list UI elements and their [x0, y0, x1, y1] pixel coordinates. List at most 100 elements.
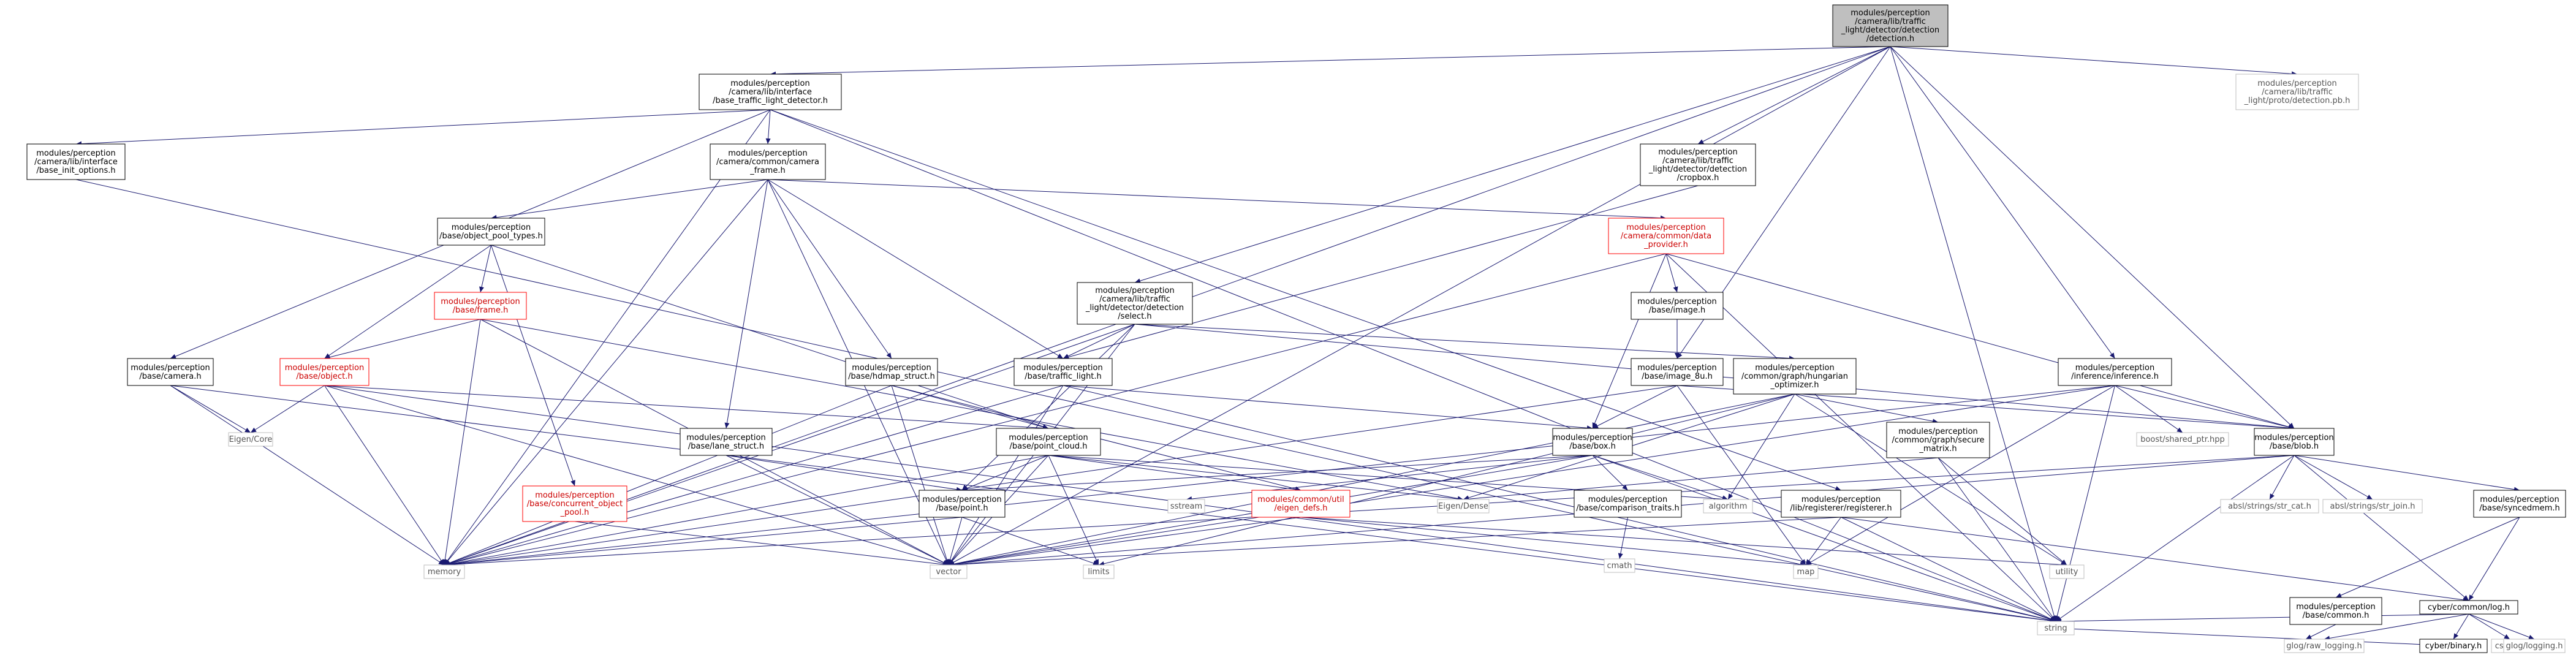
node-boost-shared-ptr[interactable]: boost/shared_ptr.hpp — [2136, 432, 2229, 447]
edge-arrowhead — [1722, 495, 1728, 501]
node-data-provider[interactable]: modules/perception/camera/common/data_pr… — [1608, 218, 1724, 254]
edge-arrowhead — [439, 559, 444, 565]
node-image-8u[interactable]: modules/perception/base/image_8u.h — [1631, 358, 1724, 386]
node-eigen-defs[interactable]: modules/common/util/eigen_defs.h — [1251, 490, 1351, 518]
edge-object-to-memory — [324, 385, 445, 566]
node-point[interactable]: modules/perception/base/point.h — [919, 490, 1006, 518]
edge-point_cloud-to-point — [961, 455, 1049, 491]
edge-arrowhead — [1728, 493, 1733, 499]
edge-base_init_options-to-string — [75, 179, 2056, 622]
node-box — [919, 490, 1006, 518]
node-hdmap-struct[interactable]: modules/perception/base/hdmap_struct.h — [845, 358, 938, 386]
node-secure-matrix[interactable]: modules/perception/common/graph/secure_m… — [1886, 422, 1990, 458]
edge-root-to-inference — [1890, 46, 2115, 359]
node-box — [845, 358, 938, 386]
node-label: string — [2044, 624, 2067, 633]
node-hungarian[interactable]: modules/perception/common/graph/hungaria… — [1733, 358, 1857, 395]
node-base-init-options[interactable]: modules/perception/camera/lib/interface/… — [26, 143, 126, 180]
node-base-common[interactable]: modules/perception/base/common.h — [2289, 597, 2382, 625]
node-cropbox[interactable]: modules/perception/camera/lib/traffic_li… — [1640, 143, 1756, 186]
node-registerer[interactable]: modules/perception/lib/registerer/regist… — [1781, 490, 1901, 518]
node-label: modules/perception/base/image_8u.h — [1637, 363, 1716, 381]
edge-arrowhead — [244, 427, 251, 433]
edge-point_cloud-to-eigen_dense — [1048, 455, 1464, 500]
node-object[interactable]: modules/perception/base/object.h — [279, 358, 369, 386]
node-cmath[interactable]: cmath — [1604, 558, 1635, 573]
node-glog-raw-logging[interactable]: glog/raw_logging.h — [2284, 639, 2365, 653]
node-select[interactable]: modules/perception/camera/lib/traffic_li… — [1077, 282, 1193, 325]
edge-camera_frame-to-data_provider — [767, 179, 1667, 219]
node-label: modules/perception/camera/lib/traffic_li… — [2244, 79, 2351, 105]
edge-data_provider-to-box — [1592, 253, 1667, 429]
edge-lane_struct-to-point — [725, 455, 963, 491]
edge-select-to-hungarian — [1134, 324, 1795, 359]
edge-arrowhead — [1093, 561, 1099, 566]
node-camera-frame[interactable]: modules/perception/camera/common/camera_… — [710, 143, 826, 180]
node-map[interactable]: map — [1793, 564, 1819, 579]
node-box — [1167, 499, 1205, 514]
node-eigen-core[interactable]: Eigen/Core — [228, 432, 273, 447]
node-box[interactable]: modules/perception/base/box.h — [1552, 428, 1633, 456]
node-object-pool-types[interactable]: modules/perception/base/object_pool_type… — [437, 218, 545, 246]
edge-frame-to-object — [324, 319, 481, 359]
node-box — [522, 485, 627, 522]
node-inference[interactable]: modules/perception/inference/inference.h — [2058, 358, 2172, 386]
node-traffic-light[interactable]: modules/perception/base/traffic_light.h — [1013, 358, 1113, 386]
node-frame[interactable]: modules/perception/base/frame.h — [434, 292, 527, 320]
node-str-cat[interactable]: absl/strings/str_cat.h — [2220, 499, 2319, 514]
node-glog-logging[interactable]: glog/logging.h — [2503, 639, 2566, 653]
edge-syncedmem-to-base_common — [2335, 517, 2520, 598]
node-sstream[interactable]: sstream — [1167, 499, 1205, 514]
node-box — [2220, 499, 2319, 514]
node-label: absl/strings/str_join.h — [2330, 502, 2415, 511]
edge-cyber_log-to-glog_raw_logging — [2324, 613, 2469, 640]
edge-arrowhead — [2336, 593, 2342, 598]
node-layer: modules/perception/camera/lib/traffic_li… — [26, 4, 2566, 653]
node-root[interactable]: modules/perception/camera/lib/traffic_li… — [1832, 4, 1949, 47]
node-box — [1608, 218, 1724, 254]
node-utility[interactable]: utility — [2049, 564, 2085, 579]
node-box — [1733, 358, 1857, 395]
node-label: modules/perception/inference/inference.h — [2071, 363, 2159, 381]
node-label: modules/perception/base/hdmap_struct.h — [848, 363, 935, 381]
node-memory[interactable]: memory — [423, 564, 465, 579]
node-point-cloud[interactable]: modules/perception/base/point_cloud.h — [996, 428, 1101, 456]
node-label: algorithm — [1709, 502, 1748, 511]
node-label: Eigen/Dense — [1438, 502, 1488, 511]
node-eigen-dense[interactable]: Eigen/Dense — [1437, 499, 1490, 514]
node-str-join[interactable]: absl/strings/str_join.h — [2322, 499, 2423, 514]
node-iface-detector[interactable]: modules/perception/camera/lib/interface/… — [699, 74, 842, 110]
node-limits[interactable]: limits — [1083, 564, 1115, 579]
node-string[interactable]: string — [2037, 621, 2075, 635]
edge-camera-to-string — [170, 385, 2056, 622]
edge-arrowhead — [1806, 559, 1811, 565]
node-syncedmem[interactable]: modules/perception/base/syncedmem.h — [2473, 490, 2566, 518]
node-base-image[interactable]: modules/perception/base/image.h — [1631, 292, 1724, 320]
node-concurrent-pool[interactable]: modules/perception/base/concurrent_objec… — [522, 485, 627, 522]
node-lane-struct[interactable]: modules/perception/base/lane_struct.h — [680, 428, 773, 456]
node-comparison-traits[interactable]: modules/perception/base/comparison_trait… — [1574, 490, 1682, 518]
node-vector[interactable]: vector — [930, 564, 968, 579]
edge-arrowhead — [1622, 484, 1628, 490]
edge-arrowhead — [1057, 353, 1063, 358]
node-algorithm[interactable]: algorithm — [1703, 499, 1753, 514]
edge-arrowhead — [2504, 634, 2510, 639]
edge-box-to-point — [961, 455, 1593, 491]
edge-data_provider-to-blob — [1665, 253, 2295, 429]
node-box — [2419, 639, 2488, 653]
node-label: modules/perception/common/graph/secure_m… — [1892, 427, 1984, 453]
node-box — [423, 564, 465, 579]
node-label: glog/logging.h — [2506, 642, 2563, 651]
edge-point-to-vector — [948, 517, 963, 566]
edge-arrowhead — [1835, 486, 1841, 491]
edge-registerer-to-map — [1805, 517, 1841, 566]
node-cyber-binary[interactable]: cyber/binary.h — [2419, 639, 2488, 653]
edge-registerer-to-string — [1841, 517, 2056, 622]
node-blob[interactable]: modules/perception/base/blob.h — [2254, 428, 2335, 456]
node-camera[interactable]: modules/perception/base/camera.h — [127, 358, 214, 386]
edge-object_pool_types-to-point_cloud — [491, 245, 1049, 429]
node-proto-detection[interactable]: modules/perception/camera/lib/traffic_li… — [2235, 74, 2359, 110]
node-cyber-log[interactable]: cyber/common/log.h — [2419, 600, 2518, 615]
edge-camera_frame-to-object_pool_types — [491, 179, 768, 219]
